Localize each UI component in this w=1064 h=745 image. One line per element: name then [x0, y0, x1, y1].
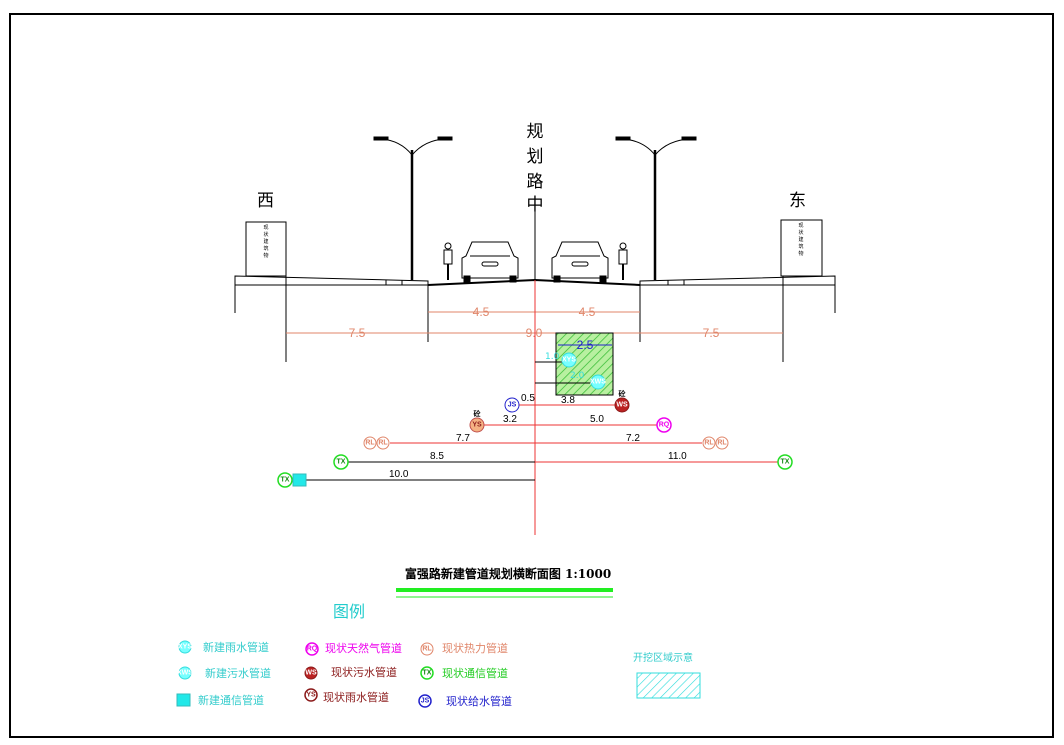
- legend-item-label: 现状天然气管道: [325, 641, 402, 655]
- legend-code: TX: [423, 670, 432, 677]
- dim-walk-left: 7.5: [349, 326, 366, 340]
- xws-offset: 2.0: [570, 371, 585, 381]
- legend-item-label: 现状热力管道: [442, 641, 508, 655]
- legend-item-label: 新建通信管道: [198, 693, 264, 707]
- dim-road: 9.0: [526, 326, 543, 340]
- legend-item-label: 现状雨水管道: [323, 690, 389, 704]
- legend-code: RQ: [307, 646, 318, 653]
- bchar: 状: [263, 231, 268, 238]
- ys-pipe-icon: [469, 417, 485, 433]
- legend-item-label: 现状通信管道: [442, 666, 508, 680]
- legend-new-telecom-icon: [176, 693, 191, 707]
- tx-offset-right: 11.0: [668, 451, 687, 462]
- bchar: 筑: [263, 245, 268, 252]
- dim-walk-right: 7.5: [703, 326, 720, 340]
- centerline-label: 规 划 路 中: [527, 122, 544, 215]
- bchar: 建: [263, 238, 268, 245]
- legend-excavation-label: 开挖区域示意: [633, 651, 693, 664]
- legend: XYS 新建雨水管道 XWS 新建污水管道 新建通信管道 RQ 现状天然气管道 …: [176, 640, 701, 708]
- legend-code: XWS: [177, 670, 193, 677]
- legend-code: XYS: [178, 644, 192, 651]
- rq-pipe-icon: [656, 417, 672, 433]
- xys-offset: 1.0: [545, 352, 560, 362]
- bchar: 建: [798, 236, 803, 243]
- tx2-code: TX: [281, 477, 290, 484]
- bchar: 状: [798, 229, 803, 236]
- cl-char: 中: [527, 195, 544, 215]
- legend-heading: 图例: [333, 602, 365, 621]
- ys-tag: 砼: [474, 409, 482, 418]
- legend-excavation-swatch: [636, 672, 701, 699]
- tx-code: TX: [781, 459, 790, 466]
- rl-pipe-icons: [363, 436, 729, 450]
- legend-item-label: 新建污水管道: [205, 666, 271, 680]
- drawing-title: 富强路新建管道规划横断面图 1:1000: [405, 566, 611, 581]
- rl-code: RL: [365, 440, 375, 447]
- legend-item-label: 现状给水管道: [446, 694, 512, 708]
- east-label: 东: [789, 191, 806, 211]
- rq-offset: 5.0: [590, 414, 604, 425]
- legend-code: YS: [306, 692, 316, 699]
- ys-code: YS: [472, 422, 482, 429]
- tx2-pipe-icon: [277, 472, 293, 488]
- legend-item-label: 新建雨水管道: [203, 640, 269, 654]
- rl-offset-right: 7.2: [626, 433, 640, 444]
- rl-code: RL: [717, 440, 727, 447]
- bchar: 物: [263, 252, 268, 259]
- js-offset: 0.5: [521, 393, 535, 404]
- ws-code: WS: [616, 402, 628, 409]
- tx-pipe-icon: [333, 454, 349, 470]
- legend-item-label: 现状污水管道: [331, 665, 397, 679]
- cl-char: 划: [527, 147, 544, 167]
- legend-code: JS: [421, 698, 430, 705]
- tx-code: TX: [337, 459, 346, 466]
- new-telecom-duct-icon: [292, 473, 307, 487]
- dim-trench: 2.5: [577, 338, 594, 352]
- drawing-border: [9, 13, 1054, 738]
- ws-pipe-icon: [614, 397, 630, 413]
- cl-char: 规: [527, 122, 544, 142]
- dim-lane-left: 4.5: [473, 305, 490, 319]
- js-code: JS: [508, 402, 517, 409]
- xys-code: XYS: [562, 357, 576, 364]
- title-underline-thick: [396, 588, 613, 592]
- bchar: 现: [263, 225, 268, 231]
- bchar: 现: [798, 223, 803, 229]
- bchar: 筑: [798, 243, 803, 250]
- rl-code: RL: [704, 440, 714, 447]
- building-left: 现 状 建 筑 物: [245, 221, 287, 277]
- js-pipe-icon: [504, 397, 520, 413]
- tx-pipe-icon: [777, 454, 793, 470]
- dim-lane-right: 4.5: [579, 305, 596, 319]
- building-right: 现 状 建 筑 物: [780, 219, 823, 277]
- rl-code: RL: [378, 440, 388, 447]
- street-lamp-right: [615, 136, 697, 280]
- cyclist-left-icon: [443, 242, 453, 280]
- rq-code: RQ: [659, 422, 670, 429]
- xws-pipe-icon: [590, 374, 606, 390]
- west-label: 西: [257, 191, 274, 211]
- street-lamp-left: [373, 136, 453, 280]
- legend-code: WS: [305, 670, 317, 677]
- ys-offset: 3.2: [503, 414, 517, 425]
- tx2-offset: 10.0: [389, 469, 409, 480]
- bchar: 物: [798, 250, 803, 257]
- rl-offset-left: 7.7: [456, 433, 470, 444]
- car-left-icon: [461, 241, 519, 283]
- xys-pipe-icon: [561, 352, 577, 368]
- cyclist-right-icon: [618, 242, 628, 280]
- xws-code: XWS: [590, 379, 606, 386]
- ws-offset: 3.8: [561, 395, 575, 406]
- tx-offset-left: 8.5: [430, 451, 444, 462]
- cl-char: 路: [527, 172, 544, 192]
- car-right-icon: [551, 241, 609, 283]
- ws-tag: 砼: [619, 389, 627, 398]
- legend-code: RL: [422, 646, 432, 653]
